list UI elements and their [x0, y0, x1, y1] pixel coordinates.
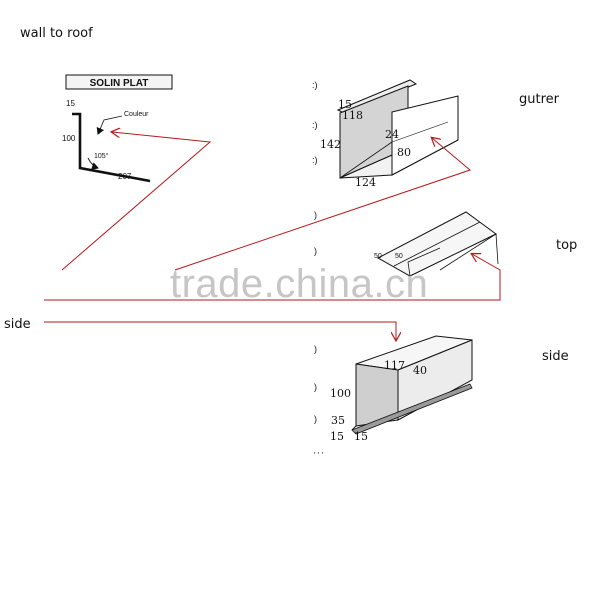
side-dim-100: 100: [330, 387, 351, 400]
gutter-dim-142: 142: [320, 138, 341, 151]
gutter-dim-124: 124: [355, 176, 376, 189]
side-dim-35: 35: [331, 414, 345, 427]
solin-couleur: Couleur: [124, 111, 149, 118]
solin-dim-207: 207: [118, 172, 132, 181]
gutter-dim-15: 15: [338, 98, 352, 111]
gutter-dim-80: 80: [397, 146, 411, 159]
margin-mark: ): [314, 344, 317, 354]
top-piece-drawing: ) ) 50 50: [314, 210, 499, 277]
gutter-dim-118: 118: [342, 109, 363, 122]
side-arrow: [44, 321, 396, 340]
side-piece-drawing: ) ) ) 117 40 100 35 15 15 ' ' ': [314, 335, 473, 460]
margin-mark: ' ' ': [314, 451, 324, 460]
side-dim-117: 117: [384, 359, 405, 372]
side-dim-40: 40: [413, 364, 427, 377]
solin-dim-15: 15: [66, 99, 75, 108]
gutter-dim-24: 24: [385, 128, 399, 141]
label-side-left: side: [4, 317, 31, 332]
solin-plat-title-box: [65, 74, 173, 90]
margin-mark: ): [314, 246, 317, 256]
margin-mark: :): [312, 80, 318, 90]
couleur-leader-arrow: [96, 115, 123, 135]
side-dim-15a: 15: [330, 430, 344, 443]
margin-mark: :): [312, 155, 318, 165]
solin-plat-profile: [72, 112, 151, 183]
title-wall-to-roof: wall to roof: [20, 26, 93, 41]
gutter-drawing: :) :) :) 15 118 142 24 80 124: [312, 79, 459, 189]
solin-plat-drawing: SOLIN PLAT 15 100 Couleur 105° 207: [62, 74, 173, 183]
arrows-layer: [44, 132, 501, 340]
top-dim-50b: 50: [395, 253, 403, 260]
top-arrow: [44, 254, 501, 301]
solin-plat-title: SOLIN PLAT: [90, 78, 149, 89]
wall-to-roof-arrow: [61, 132, 212, 271]
margin-mark: ): [314, 414, 317, 424]
label-top: top: [556, 238, 578, 253]
label-side-right: side: [542, 349, 569, 364]
gutter-arrow: [174, 138, 472, 271]
top-dim-50a: 50: [374, 253, 382, 260]
watermark: trade.china.cn: [170, 262, 429, 306]
solin-dim-100: 100: [62, 134, 76, 143]
margin-mark: ): [314, 210, 317, 220]
side-dim-15b: 15: [354, 430, 368, 443]
margin-mark: ): [314, 382, 317, 392]
label-gutrer: gutrer: [519, 92, 559, 107]
angle-arc-arrow: [87, 157, 99, 170]
solin-angle: 105°: [94, 152, 109, 160]
margin-mark: :): [312, 120, 318, 130]
